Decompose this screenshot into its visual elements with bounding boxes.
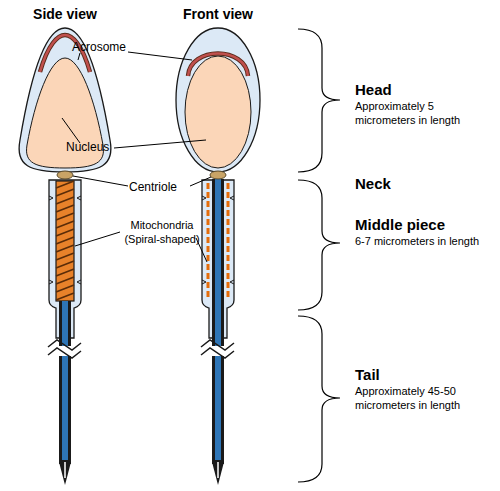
acrosome-shape xyxy=(188,54,248,77)
section-name: Middle piece xyxy=(355,216,495,235)
tail-segment xyxy=(212,179,224,346)
part-label: Centriole xyxy=(129,180,199,195)
axoneme-core xyxy=(215,179,221,346)
tail-segment xyxy=(59,356,71,464)
section-name: Tail xyxy=(355,366,495,385)
bracket xyxy=(298,316,340,482)
break-mark xyxy=(48,340,81,350)
tail-tip-highlight xyxy=(217,462,219,478)
tail-tip-highlight xyxy=(64,462,66,478)
spiral-stripe xyxy=(56,181,74,300)
head-membrane xyxy=(176,28,260,172)
section-name: Head xyxy=(355,81,495,100)
axoneme-core xyxy=(215,356,221,460)
tail-segment xyxy=(59,301,71,346)
tail-segment xyxy=(212,356,224,464)
centriole-shape xyxy=(210,171,226,179)
bracket xyxy=(298,29,340,172)
mitochondria-spiral xyxy=(207,183,210,300)
mitochondria-spiral xyxy=(227,183,230,300)
part-label: Acrosome xyxy=(72,40,142,55)
tail-tip xyxy=(59,462,71,485)
mitochondria-spiral xyxy=(56,181,74,301)
part-label: Nucleus xyxy=(66,140,126,155)
size-note: Approximately 5 micrometers in length xyxy=(355,100,490,128)
break-mark xyxy=(201,340,234,350)
part-label: Mitochondria (Spiral-shaped) xyxy=(112,219,212,247)
tail-tip xyxy=(212,462,224,485)
view-heading: Front view xyxy=(163,6,273,24)
axoneme-core xyxy=(62,356,68,460)
acrosome-shape xyxy=(188,54,248,77)
size-note: Approximately 45-50 micrometers in lengt… xyxy=(355,385,490,413)
view-heading: Side view xyxy=(15,6,115,24)
axoneme-core xyxy=(62,301,68,346)
section-name: Neck xyxy=(355,175,495,194)
centriole-shape xyxy=(57,171,73,179)
bracket xyxy=(298,180,340,310)
size-note: 6-7 micrometers in length xyxy=(355,235,495,249)
nucleus-shape xyxy=(185,56,251,168)
